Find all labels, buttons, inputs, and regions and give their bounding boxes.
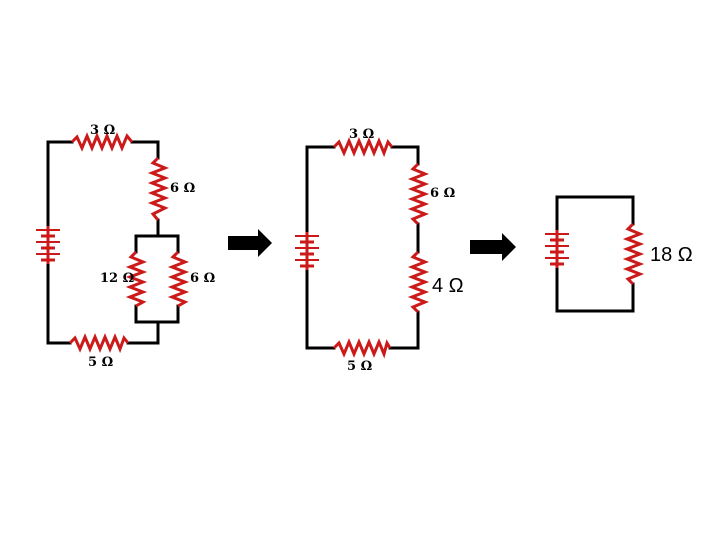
circuit-2-label-right-upper: 6 Ω <box>430 186 455 201</box>
circuit-1: 3 Ω 6 Ω 12 Ω 6 Ω 5 Ω <box>36 123 215 370</box>
circuit-2-resistor-bottom <box>332 338 392 359</box>
circuit-1-resistor-top <box>70 132 134 152</box>
circuit-2-label-right-lower: 4 Ω <box>432 275 464 297</box>
circuit-1-label-bottom: 5 Ω <box>88 355 113 370</box>
simplify-arrow-2 <box>470 233 516 261</box>
circuit-1-label-parallel-left: 12 Ω <box>100 271 134 286</box>
circuit-2-battery <box>295 232 319 270</box>
circuit-3-resistor-right <box>622 222 645 286</box>
circuit-1-resistor-parallel-right <box>167 250 190 308</box>
circuit-3: 18 Ω <box>545 195 693 313</box>
circuit-1-label-right: 6 Ω <box>170 181 195 196</box>
circuit-2-resistor-right-lower <box>407 250 430 314</box>
circuit-2-resistor-right-upper <box>407 162 430 226</box>
circuit-2: 3 Ω 6 Ω 4 Ω 5 Ω <box>295 127 464 374</box>
simplify-arrow-1 <box>228 229 272 257</box>
circuit-1-resistor-parallel-left <box>125 250 148 308</box>
circuit-2-label-bottom: 5 Ω <box>347 359 372 374</box>
circuit-3-label-right: 18 Ω <box>650 244 693 266</box>
circuit-1-resistor-right <box>147 156 170 221</box>
circuit-1-wire <box>46 140 180 345</box>
circuit-2-resistor-top <box>332 137 394 158</box>
circuit-1-battery <box>36 226 60 264</box>
circuit-1-label-parallel-right: 6 Ω <box>190 271 215 286</box>
circuit-2-label-top: 3 Ω <box>349 127 374 142</box>
circuit-1-label-top: 3 Ω <box>90 123 115 138</box>
circuit-3-battery <box>545 230 569 268</box>
circuit-2-wire <box>305 145 420 350</box>
circuit-3-wire <box>555 195 635 313</box>
circuit-1-resistor-bottom <box>68 333 130 354</box>
